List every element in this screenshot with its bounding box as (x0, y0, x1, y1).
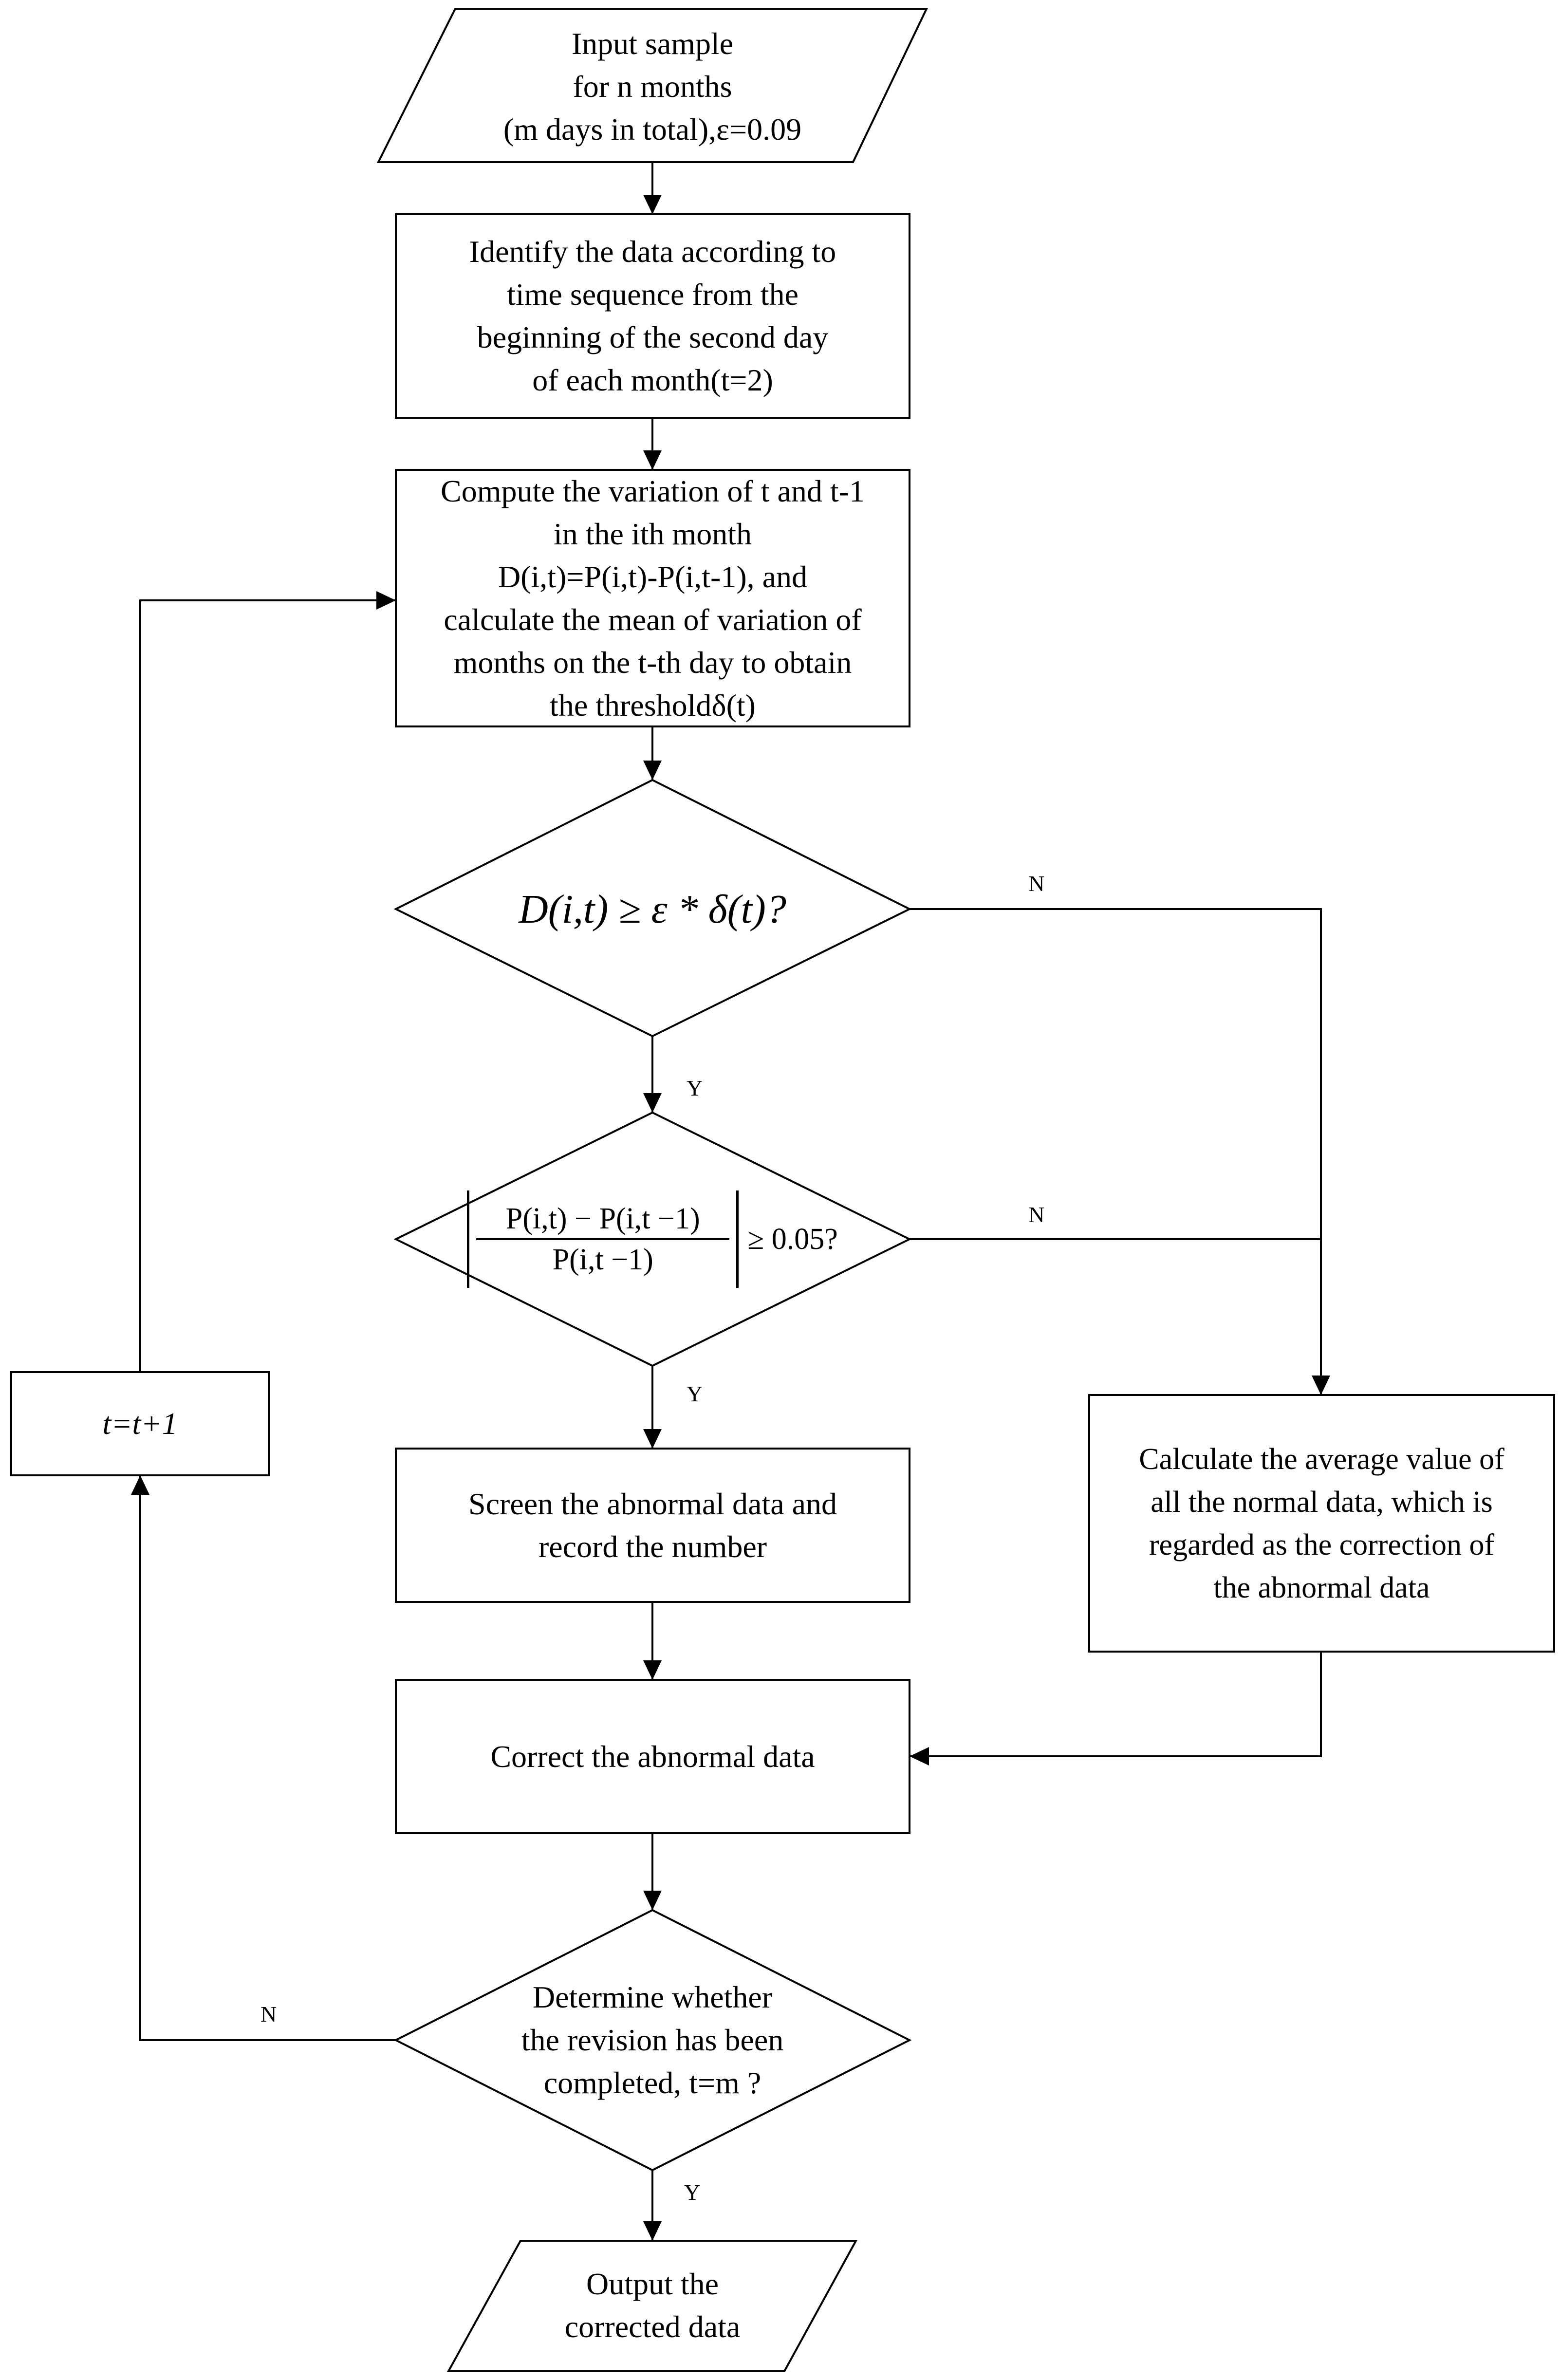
screen-text: Screen the abnormal data and record the … (396, 1449, 910, 1602)
label-decision1-yes: Y (687, 1076, 703, 1100)
screen-line-2: record the number (538, 1529, 767, 1564)
label-determine-no: N (260, 2002, 277, 2027)
label-decision1-no: N (1028, 871, 1045, 896)
determine-text: Determine whether the revision has been … (467, 1967, 837, 2113)
average-text: Calculate the average value of all the n… (1089, 1395, 1554, 1652)
decision2-abs-bar-right (736, 1190, 739, 1288)
output-line-1: Output the (586, 2267, 719, 2301)
average-line-1: Calculate the average value of (1139, 1442, 1504, 1476)
correct-text: Correct the abnormal data (396, 1680, 910, 1833)
output-line-2: corrected data (564, 2309, 741, 2344)
compute-line-2: in the ith month (553, 516, 752, 551)
arrowhead-increment (131, 1475, 149, 1495)
screen-line-1: Screen the abnormal data and (468, 1486, 837, 1521)
average-line-3: regarded as the correction of (1149, 1528, 1495, 1562)
identify-line-1: Identify the data according to (469, 234, 836, 269)
arrowhead-average (1312, 1376, 1330, 1395)
average-line-4: the abnormal data (1213, 1571, 1430, 1604)
connector-increment-to-compute (139, 599, 396, 1372)
arrowhead-correct (643, 1660, 662, 1680)
arrowhead-decision2 (643, 1093, 662, 1113)
arrowhead-compute-from-left (376, 591, 396, 610)
input-line-1: Input sample (571, 26, 734, 61)
decision2-denominator: P(i,t −1) (552, 1243, 653, 1276)
label-decision2-no: N (1028, 1202, 1045, 1227)
arrowhead-decision1 (643, 761, 662, 780)
output-parallelogram (446, 2240, 858, 2372)
connector-determine-no (139, 1475, 396, 2041)
decision2-suffix: ≥ 0.05? (747, 1223, 838, 1256)
average-line-2: all the normal data, which is (1151, 1485, 1493, 1519)
input-parallelogram (376, 8, 929, 163)
compute-line-3: D(i,t)=P(i,t)-P(i,t-1), and (498, 559, 808, 594)
determine-line-2: the revision has been (521, 2023, 784, 2057)
decision1-formula: D(i,t) ≥ ε * δ(t)? (519, 886, 786, 932)
decision2-numerator: P(i,t) − P(i,t −1) (505, 1202, 700, 1235)
compute-line-6: the thresholdδ(t) (550, 688, 756, 723)
decision2-text: P(i,t) − P(i,t −1) P(i,t −1) ≥ 0.05? (438, 1183, 867, 1295)
compute-text: Compute the variation of t and t-1 in th… (396, 470, 910, 726)
increment-line-1: t=t+1 (102, 1406, 178, 1441)
decision2-fraction-bar (476, 1238, 730, 1240)
identify-line-3: beginning of the second day (477, 320, 829, 354)
compute-line-1: Compute the variation of t and t-1 (441, 473, 865, 508)
label-determine-yes: Y (684, 2180, 701, 2205)
compute-line-4: calculate the mean of variation of (444, 602, 862, 637)
input-line-3: (m days in total),ε=0.09 (503, 112, 802, 147)
arrowhead-determine (643, 1891, 662, 1910)
connector-average-to-correct (910, 1652, 1322, 1757)
arrowhead-screen (643, 1429, 662, 1449)
identify-text: Identify the data according to time sequ… (396, 214, 910, 418)
output-text: Output the corrected data (482, 2245, 823, 2366)
arrowhead-identify (643, 195, 662, 214)
increment-text: t=t+1 (11, 1372, 269, 1475)
compute-line-5: months on the t-th day to obtain (453, 645, 852, 680)
arrowhead-correct-from-right (910, 1747, 929, 1766)
decision1-text: D(i,t) ≥ ε * δ(t)? (438, 867, 867, 952)
determine-line-3: completed, t=m ? (543, 2065, 761, 2100)
arrowhead-output (643, 2221, 662, 2241)
decision2-fraction: P(i,t) − P(i,t −1) P(i,t −1) (476, 1199, 730, 1279)
identify-line-2: time sequence from the (507, 277, 799, 312)
input-text: Input sample for n months (m days in tot… (419, 19, 886, 153)
arrowhead-compute (643, 450, 662, 470)
decision2-abs-bar-left (467, 1190, 470, 1288)
connector-decision1-no (910, 908, 1322, 1395)
label-decision2-yes: Y (687, 1381, 703, 1406)
correct-line-1: Correct the abnormal data (490, 1739, 815, 1774)
identify-line-4: of each month(t=2) (532, 363, 773, 397)
input-line-2: for n months (573, 69, 732, 104)
determine-line-1: Determine whether (532, 1980, 773, 2014)
